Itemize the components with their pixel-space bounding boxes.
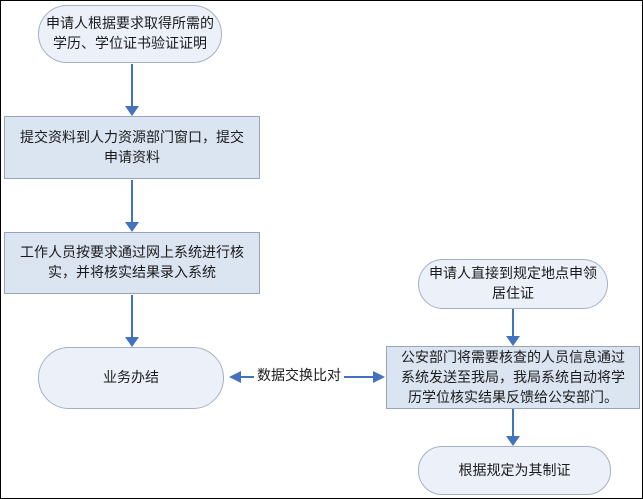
node-issue-permit-label: 根据规定为其制证 [458, 462, 571, 479]
arrow-obtain-to-submit-line [131, 64, 133, 107]
node-issue-permit: 根据规定为其制证 [418, 446, 611, 495]
node-obtain-certificate: 申请人根据要求取得所需的学历、学位证书验证证明 [38, 5, 222, 63]
arrow-verify-to-complete-line [131, 295, 133, 337]
arrow-right-icon [373, 371, 385, 383]
node-apply-residence-permit-label: 申请人直接到规定地点申领居住证 [429, 266, 597, 302]
arrow-left-icon [229, 371, 241, 383]
node-staff-verify-label: 工作人员按要求通过网上系统进行核实，并将核实结果录入系统 [20, 245, 244, 281]
node-apply-residence-permit: 申请人直接到规定地点申领居住证 [418, 259, 608, 309]
node-business-complete-label: 业务办结 [103, 370, 159, 386]
node-police-info-exchange-label: 公安部门将需要核查的人员信息通过系统发送至我局，我局系统自动将学历学位核实结果反… [401, 349, 625, 406]
node-submit-materials-label: 提交资料到人力资源部门窗口，提交申请资料 [20, 129, 244, 166]
arrow-down-icon [125, 222, 139, 232]
arrow-down-icon [125, 337, 139, 347]
arrow-police-to-issue-line [512, 409, 514, 436]
arrow-apply-to-police-line [512, 309, 514, 337]
arrow-down-icon [125, 106, 139, 116]
node-obtain-certificate-label: 申请人根据要求取得所需的学历、学位证书验证证明 [46, 16, 214, 52]
node-submit-materials: 提交资料到人力资源部门窗口，提交申请资料 [4, 116, 260, 179]
node-staff-verify: 工作人员按要求通过网上系统进行核实，并将核实结果录入系统 [4, 232, 260, 294]
arrow-down-icon [506, 436, 520, 446]
node-business-complete: 业务办结 [38, 347, 224, 409]
arrow-down-icon [506, 336, 520, 346]
node-police-info-exchange: 公安部门将需要核查的人员信息通过系统发送至我局，我局系统自动将学历学位核实结果反… [386, 346, 640, 409]
connector-data-exchange-label: 数据交换比对 [254, 367, 344, 386]
arrow-submit-to-verify-line [131, 180, 133, 222]
